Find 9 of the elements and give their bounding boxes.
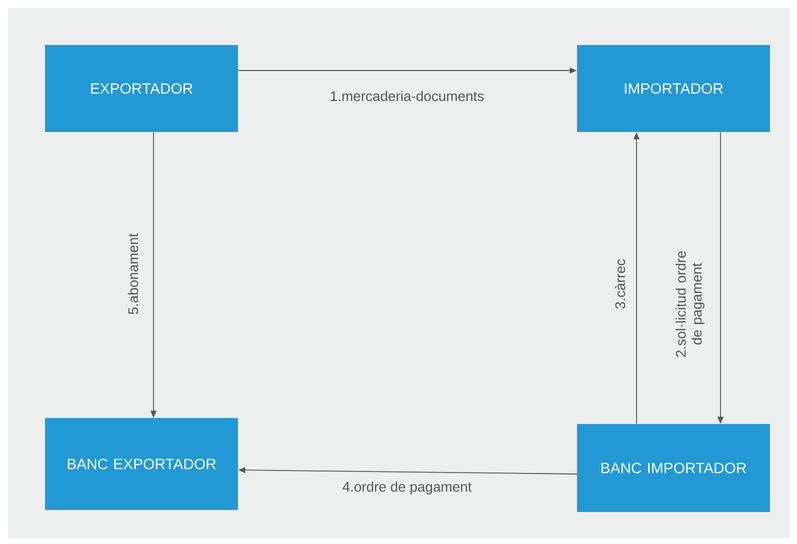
edge-label: 4.ordre de pagament bbox=[342, 482, 472, 494]
edge-label: 3.càrrec bbox=[614, 259, 626, 309]
process-box: BANC IMPORTADOR bbox=[577, 424, 770, 512]
process-box: BANC EXPORTADOR bbox=[45, 418, 238, 510]
edge-label: 5.abonament bbox=[128, 233, 138, 314]
edge-label: 2.sol·licitud ordre de pagament bbox=[676, 251, 704, 357]
process-box: EXPORTADOR bbox=[45, 45, 238, 132]
process-box: IMPORTADOR bbox=[577, 45, 770, 132]
edge-label: 1.mercaderia-documents bbox=[330, 90, 484, 102]
